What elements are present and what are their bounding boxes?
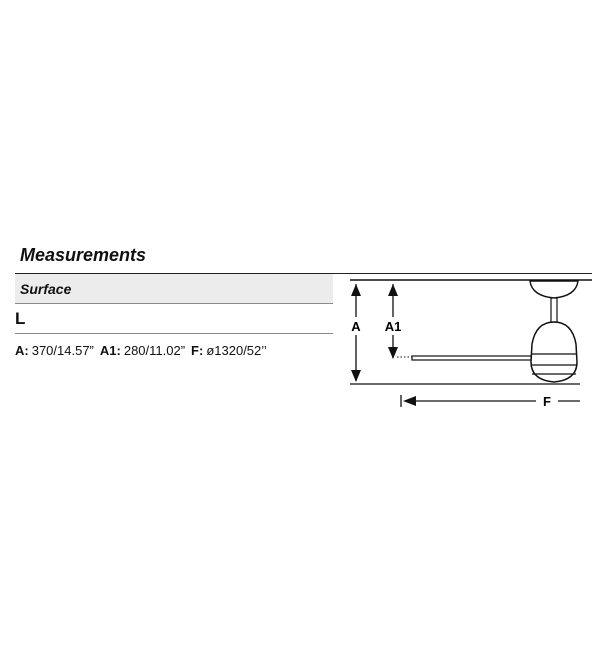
dimension-a-arrow-up (351, 284, 361, 296)
dim-a1-value: 280/11.02” (123, 342, 186, 358)
dim-a1-key: A1: (99, 342, 121, 358)
surface-type-row: L (15, 304, 333, 334)
dim-a-value: 370/14.57” (31, 342, 94, 358)
dimension-f-arrow-left (403, 396, 416, 406)
spec-table: Surface L A: 370/14.57” A1: 280/11.02” F… (15, 274, 333, 366)
dim-a-key: A: (15, 342, 29, 358)
section-title: Measurements (20, 245, 147, 265)
fan-motor-body (530, 321, 578, 383)
dimension-f-label: F (543, 394, 551, 409)
dimension-a1-label: A1 (385, 319, 402, 334)
dimensions-row: A: 370/14.57” A1: 280/11.02” F: ø1320/52… (15, 334, 333, 366)
fan-downrod (550, 297, 558, 323)
dimension-a-label: A (351, 319, 361, 334)
fan-dimension-diagram: A A1 F (348, 279, 592, 409)
surface-label: Surface (20, 280, 72, 297)
heading-divider (15, 273, 592, 274)
fan-blade (411, 355, 532, 361)
surface-header-row: Surface (15, 274, 333, 304)
dim-f-value: ø1320/52’’ (206, 342, 267, 358)
dimension-a1-arrow-up (388, 284, 398, 296)
dimension-a-arrow-down (351, 370, 361, 382)
fan-canopy (529, 280, 579, 299)
dimension-a1-arrow-down (388, 347, 398, 359)
dim-f-key: F: (191, 342, 204, 358)
surface-type-value: L (15, 308, 26, 328)
